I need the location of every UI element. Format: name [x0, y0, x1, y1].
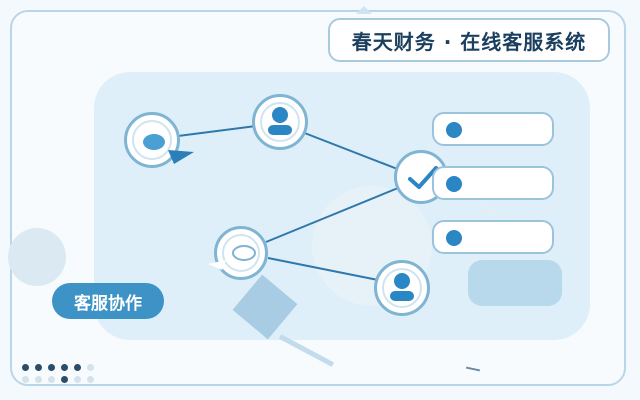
frame-notch — [356, 6, 372, 14]
page-title: 春天财务 · 在线客服系统 — [351, 29, 587, 54]
chat-bubble-icon — [143, 134, 194, 164]
agent-node-top[interactable] — [252, 94, 308, 150]
link-message-hub — [265, 187, 399, 243]
user-icon — [390, 273, 414, 301]
link-agent-hub — [301, 131, 401, 171]
node-inner-ring — [382, 268, 422, 308]
node-inner-ring — [222, 234, 260, 272]
badge-label: 客服协作 — [74, 293, 142, 314]
chat-bubble-node[interactable] — [124, 112, 194, 168]
node-inner-ring — [260, 102, 300, 142]
list-bullet-icon — [446, 230, 462, 246]
collaboration-badge[interactable]: 客服协作 — [52, 283, 164, 319]
message-node[interactable] — [208, 226, 268, 280]
list-item-2[interactable] — [432, 166, 554, 200]
list-item-1[interactable] — [432, 112, 554, 146]
agent-node-bottom[interactable] — [374, 260, 430, 316]
node-inner-ring — [132, 120, 172, 160]
placeholder-button[interactable] — [468, 260, 562, 306]
link-chat-agent — [177, 125, 257, 137]
decorative-circle-left — [8, 228, 66, 286]
link-message-agent — [267, 257, 379, 281]
user-icon — [268, 107, 292, 135]
list-bullet-icon — [446, 122, 462, 138]
page-title-box: 春天财务 · 在线客服系统 — [328, 18, 610, 62]
list-bullet-icon — [446, 176, 462, 192]
checkmark-icon — [408, 166, 438, 189]
list-item-3[interactable] — [432, 220, 554, 254]
speech-bubble-icon — [208, 245, 256, 270]
